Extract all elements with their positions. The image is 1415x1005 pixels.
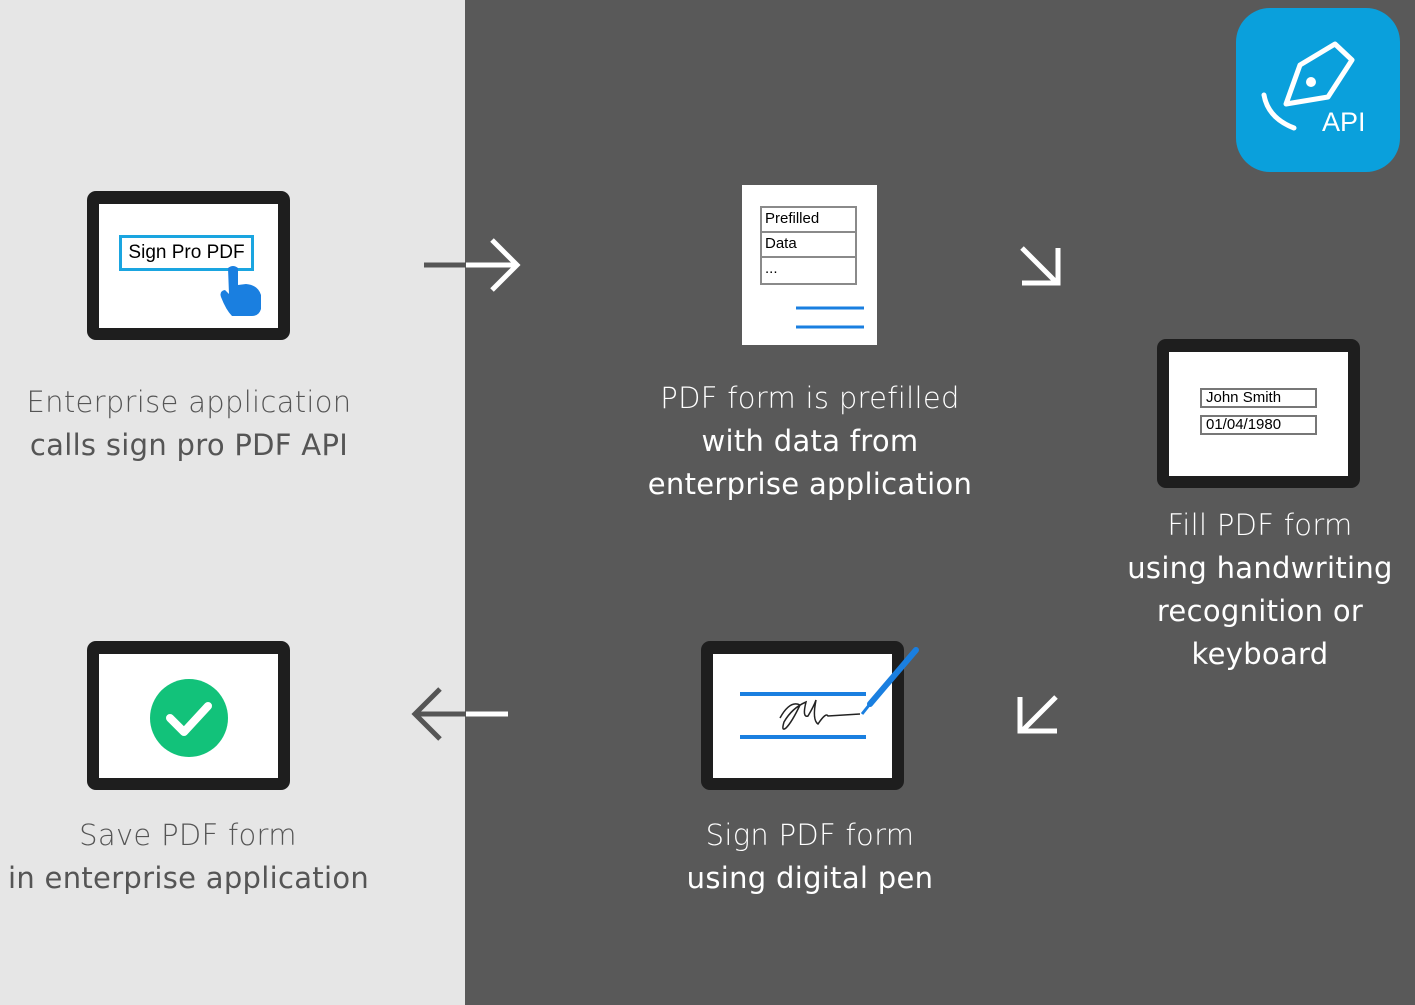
prefill-table: Prefilled Data ... (760, 206, 857, 285)
save-caption: Save PDF form in enterprise application (8, 818, 370, 895)
name-field[interactable]: John Smith (1200, 388, 1317, 408)
fill-caption: Fill PDF form using handwriting recognit… (1127, 508, 1393, 671)
sign-tablet (701, 641, 904, 790)
prefill-row: ... (765, 260, 778, 277)
sign-caption: Sign PDF form using digital pen (686, 818, 934, 895)
sign-pro-pdf-button[interactable]: Sign Pro PDF (119, 235, 254, 271)
left-panel (0, 0, 465, 1005)
date-field[interactable]: 01/04/1980 (1200, 415, 1317, 435)
prefill-caption: PDF form is prefilled with data from ent… (647, 381, 973, 501)
fill-tablet (1157, 339, 1360, 488)
prefill-row: Prefilled (762, 208, 855, 233)
prefill-row: Data (762, 233, 855, 258)
call-caption: Enterprise application calls sign pro PD… (26, 385, 352, 462)
api-badge (1236, 8, 1400, 172)
prefilled-document (742, 185, 877, 345)
save-tablet (87, 641, 290, 790)
api-label: API (1322, 107, 1366, 137)
